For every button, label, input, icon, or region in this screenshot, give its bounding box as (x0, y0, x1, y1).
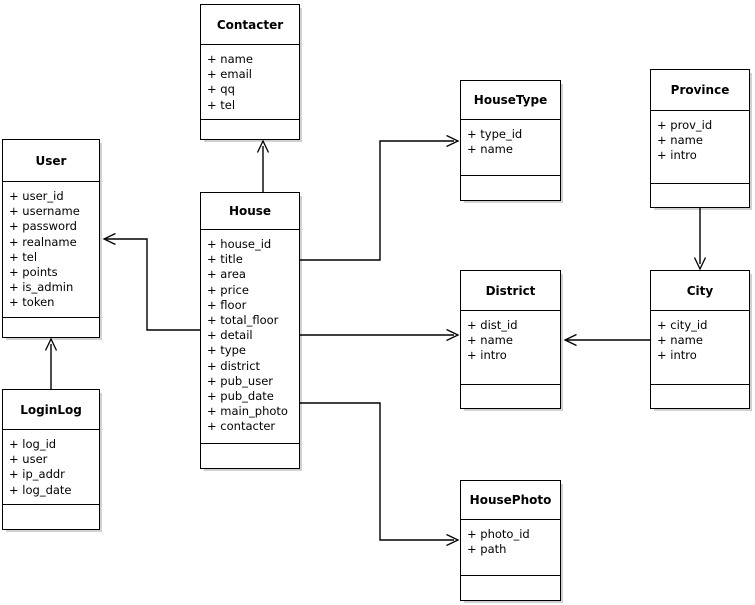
uml-class-housetype[interactable]: HouseType+ type_id+ name (460, 80, 561, 201)
uml-attribute: + qq (207, 82, 235, 97)
uml-class-operations-city (651, 385, 749, 408)
uml-class-operations-housetype (461, 176, 560, 200)
uml-attribute: + total_floor (207, 313, 279, 328)
uml-attribute: + realname (9, 234, 77, 249)
uml-class-city[interactable]: City+ city_id+ name+ intro (650, 270, 750, 409)
uml-attribute: + floor (207, 297, 247, 312)
uml-class-operations-housephoto (461, 576, 560, 600)
uml-class-attributes-user: + user_id+ username+ password+ realname+… (3, 182, 99, 318)
uml-attribute: + username (9, 204, 80, 219)
uml-class-province[interactable]: Province+ prov_id+ name+ intro (650, 69, 750, 208)
uml-class-attributes-province: + prov_id+ name+ intro (651, 111, 749, 184)
uml-class-title-housetype: HouseType (461, 81, 560, 120)
uml-class-title-district: District (461, 271, 560, 311)
uml-attribute: + detail (207, 328, 253, 343)
uml-attribute: + area (207, 267, 246, 282)
uml-attribute: + name (207, 52, 253, 66)
uml-class-operations-loginlog (3, 505, 99, 531)
uml-class-attributes-city: + city_id+ name+ intro (651, 311, 749, 385)
uml-class-operations-district (461, 385, 560, 408)
uml-class-user[interactable]: User+ user_id+ username+ password+ realn… (2, 139, 100, 338)
uml-attribute: + log_date (9, 482, 72, 497)
uml-class-attributes-district: + dist_id+ name+ intro (461, 311, 560, 385)
uml-attribute: + user_id (9, 189, 64, 203)
association-province-city[interactable] (693, 208, 707, 271)
uml-class-attributes-house: + house_id+ title+ area+ price+ floor+ t… (201, 230, 299, 444)
uml-attribute: + price (207, 282, 249, 297)
association-house-housephoto[interactable] (300, 402, 460, 547)
uml-attribute: + intro (657, 348, 697, 363)
uml-attribute: + house_id (207, 237, 272, 251)
uml-class-title-contacter: Contacter (201, 5, 299, 45)
uml-class-housephoto[interactable]: HousePhoto+ photo_id+ path (460, 480, 561, 601)
uml-class-title-user: User (3, 140, 99, 182)
uml-class-attributes-housephoto: + photo_id+ path (461, 520, 560, 576)
uml-attribute: + district (207, 358, 261, 373)
uml-attribute: + name (467, 142, 513, 157)
uml-attribute: + prov_id (657, 118, 713, 132)
uml-attribute: + type (207, 343, 246, 358)
association-house-user[interactable] (102, 232, 200, 331)
uml-attribute: + intro (467, 348, 507, 363)
uml-attribute: + pub_date (207, 389, 274, 404)
uml-attribute: + user (9, 452, 48, 467)
uml-class-operations-province (651, 184, 749, 207)
uml-class-operations-house (201, 444, 299, 468)
association-house-contacter[interactable] (256, 139, 270, 192)
uml-attribute: + dist_id (467, 318, 518, 332)
association-house-housetype[interactable] (300, 134, 460, 261)
uml-class-attributes-housetype: + type_id+ name (461, 120, 560, 176)
uml-class-title-province: Province (651, 70, 749, 111)
uml-class-attributes-contacter: + name+ email+ qq+ tel (201, 45, 299, 120)
uml-attribute: + type_id (467, 127, 523, 141)
uml-attribute: + main_photo (207, 404, 288, 419)
uml-class-title-house: House (201, 193, 299, 230)
uml-attribute: + token (9, 295, 55, 310)
uml-attribute: + city_id (657, 318, 708, 332)
uml-class-title-housephoto: HousePhoto (461, 481, 560, 520)
uml-attribute: + ip_addr (9, 467, 65, 482)
association-city-district[interactable] (563, 333, 650, 347)
uml-class-district[interactable]: District+ dist_id+ name+ intro (460, 270, 561, 409)
uml-class-attributes-loginlog: + log_id+ user+ ip_addr+ log_date (3, 430, 99, 505)
uml-attribute: + is_admin (9, 280, 74, 295)
association-house-district[interactable] (300, 328, 460, 342)
uml-attribute: + log_id (9, 437, 57, 451)
uml-attribute: + points (9, 265, 58, 280)
uml-attribute: + tel (9, 249, 38, 264)
uml-attribute: + contacter (207, 419, 276, 434)
uml-attribute: + tel (207, 97, 236, 112)
uml-attribute: + name (657, 133, 703, 148)
uml-class-house[interactable]: House+ house_id+ title+ area+ price+ flo… (200, 192, 300, 469)
uml-attribute: + name (467, 333, 513, 348)
uml-class-operations-user (3, 318, 99, 338)
uml-attribute: + email (207, 67, 253, 82)
uml-attribute: + pub_user (207, 373, 274, 388)
uml-class-loginlog[interactable]: LoginLog+ log_id+ user+ ip_addr+ log_dat… (2, 389, 100, 530)
uml-class-title-city: City (651, 271, 749, 311)
uml-attribute: + path (467, 542, 507, 557)
uml-attribute: + photo_id (467, 527, 530, 541)
uml-attribute: + password (9, 219, 77, 234)
uml-attribute: + name (657, 333, 703, 348)
association-loginlog-user[interactable] (44, 337, 58, 389)
uml-attribute: + intro (657, 148, 697, 163)
uml-attribute: + title (207, 252, 243, 267)
uml-class-title-loginlog: LoginLog (3, 390, 99, 430)
uml-class-contacter[interactable]: Contacter+ name+ email+ qq+ tel (200, 4, 300, 140)
uml-class-operations-contacter (201, 120, 299, 144)
